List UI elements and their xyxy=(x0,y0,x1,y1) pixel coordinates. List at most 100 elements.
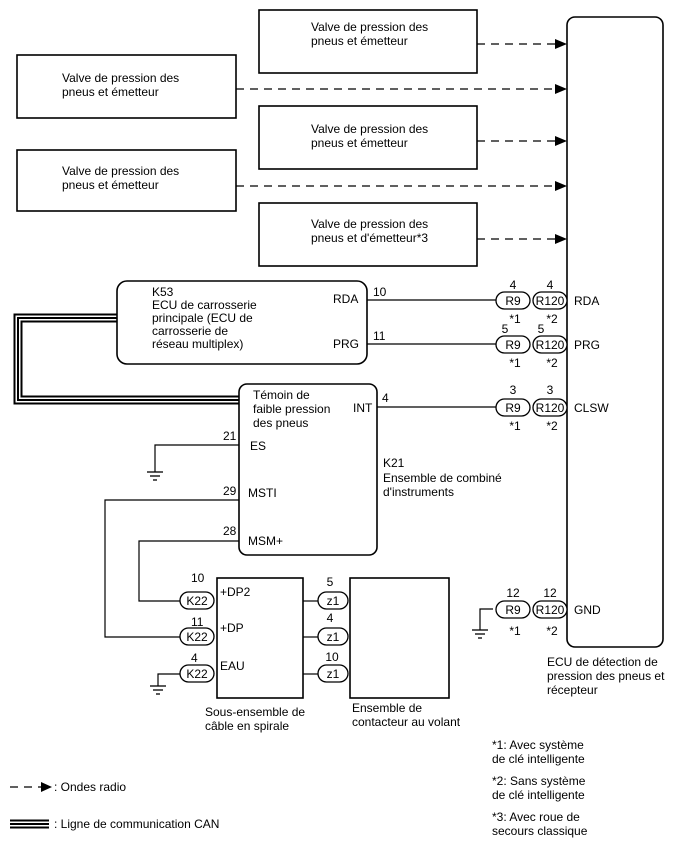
k22-connector-dp2: K22 10 +DP2 xyxy=(179,571,251,610)
legend-radio-waves: : Ondes radio xyxy=(10,780,126,794)
svg-text:K53: K53 xyxy=(152,285,174,299)
svg-text:Valve de pression des: Valve de pression des xyxy=(311,122,428,136)
svg-text:+DP: +DP xyxy=(220,621,244,635)
k21-combination-meter: Témoin de faible pression des pneus INT … xyxy=(238,383,502,556)
svg-text:z1: z1 xyxy=(327,630,340,644)
svg-text:ES: ES xyxy=(250,439,266,453)
svg-text:pneus et d'émetteur*3: pneus et d'émetteur*3 xyxy=(311,231,428,245)
svg-text:*2: *2 xyxy=(546,312,558,326)
svg-text:INT: INT xyxy=(353,401,373,415)
receiver-ecu: ECU de détection de pression des pneus e… xyxy=(547,16,665,697)
svg-text:câble en spirale: câble en spirale xyxy=(205,719,289,733)
steering-pad-switch: Ensemble de contacteur au volant xyxy=(349,577,461,729)
transmitter-3: Valve de pression des pneus et émetteur xyxy=(258,105,478,170)
svg-text:Valve de pression des: Valve de pression des xyxy=(311,20,428,34)
svg-text:29: 29 xyxy=(223,484,237,498)
svg-text:Valve de pression des: Valve de pression des xyxy=(311,217,428,231)
svg-text:Valve de pression des: Valve de pression des xyxy=(62,71,179,85)
svg-text:5: 5 xyxy=(502,322,509,336)
svg-text:EAU: EAU xyxy=(220,659,245,673)
connector-pair-gnd: R9 R120 12 12 *1 *2 GND xyxy=(495,586,601,638)
k22-connector-eau: K22 4 EAU xyxy=(179,651,245,683)
svg-text:*2: *2 xyxy=(546,356,558,370)
svg-text:*2: *2 xyxy=(546,419,558,433)
svg-text:10: 10 xyxy=(373,285,387,299)
signal-wires xyxy=(104,299,496,686)
svg-text:21: 21 xyxy=(223,429,237,443)
svg-text:R9: R9 xyxy=(505,338,521,352)
svg-text:12: 12 xyxy=(506,586,520,600)
svg-text:*1: *1 xyxy=(509,419,521,433)
svg-text:de clé intelligente: de clé intelligente xyxy=(492,752,585,766)
ground-icon xyxy=(150,685,166,695)
k53-main-body-ecu: K53 ECU de carrosserie principale (ECU d… xyxy=(116,280,368,365)
svg-text:GND: GND xyxy=(574,603,601,617)
svg-text:*2: Sans système: *2: Sans système xyxy=(492,774,586,788)
svg-text:*1: *1 xyxy=(509,356,521,370)
z1-connector-5: z1 5 xyxy=(317,575,349,610)
radio-wave-arrows xyxy=(236,43,556,240)
svg-text:K22: K22 xyxy=(186,594,208,608)
svg-text:pneus et émetteur: pneus et émetteur xyxy=(62,178,159,192)
svg-text:des pneus: des pneus xyxy=(253,416,308,430)
spiral-cable-box: Sous-ensemble de câble en spirale xyxy=(205,577,305,733)
svg-text:11: 11 xyxy=(373,329,386,343)
svg-text:Ensemble de: Ensemble de xyxy=(352,701,422,715)
svg-text:*3: Avec roue de: *3: Avec roue de xyxy=(492,810,580,824)
transmitter-4: Valve de pression des pneus et émetteur xyxy=(16,149,237,212)
svg-text:10: 10 xyxy=(325,650,339,664)
svg-text:+DP2: +DP2 xyxy=(220,585,251,599)
svg-text:: Ligne de communication CAN: : Ligne de communication CAN xyxy=(54,817,219,831)
footnotes: *1: Avec système de clé intelligente *2:… xyxy=(492,738,588,838)
svg-text:contacteur au volant: contacteur au volant xyxy=(352,715,461,729)
svg-text:MSM+: MSM+ xyxy=(248,534,283,548)
svg-text:R9: R9 xyxy=(505,603,521,617)
svg-text:R9: R9 xyxy=(505,294,521,308)
svg-text:PRG: PRG xyxy=(333,337,359,351)
transmitter-2: Valve de pression des pneus et émetteur xyxy=(16,54,237,119)
svg-text:K21: K21 xyxy=(383,456,405,470)
svg-text:R120: R120 xyxy=(536,401,565,415)
svg-text:secours classique: secours classique xyxy=(492,824,588,838)
z1-connector-4: z1 4 xyxy=(317,611,349,646)
svg-text:pneus et émetteur: pneus et émetteur xyxy=(311,136,408,150)
svg-text:3: 3 xyxy=(510,383,517,397)
svg-text:R120: R120 xyxy=(536,338,565,352)
svg-text:: Ondes radio: : Ondes radio xyxy=(54,780,126,794)
svg-text:K22: K22 xyxy=(186,667,208,681)
svg-text:carrosserie de: carrosserie de xyxy=(152,324,228,338)
svg-text:CLSW: CLSW xyxy=(574,401,609,415)
svg-text:*2: *2 xyxy=(546,624,558,638)
transmitter-1: Valve de pression des pneus et émetteur xyxy=(258,9,478,74)
svg-text:Témoin de: Témoin de xyxy=(253,388,310,402)
k22-connector-dp: K22 11 +DP xyxy=(179,615,244,646)
svg-text:4: 4 xyxy=(547,278,554,292)
svg-text:d'instruments: d'instruments xyxy=(383,485,454,499)
ground-icon xyxy=(147,471,163,481)
svg-text:principale (ECU de: principale (ECU de xyxy=(152,311,253,325)
z1-connector-10: z1 10 xyxy=(317,650,349,683)
svg-text:pression des pneus et: pression des pneus et xyxy=(547,669,665,683)
svg-text:Valve de pression des: Valve de pression des xyxy=(62,164,179,178)
svg-text:4: 4 xyxy=(327,611,334,625)
svg-text:R120: R120 xyxy=(536,294,565,308)
svg-text:*1: *1 xyxy=(509,312,521,326)
arrow-icon xyxy=(41,782,52,792)
svg-text:z1: z1 xyxy=(327,594,340,608)
wire-numbers: 10 11 4 21 29 28 xyxy=(223,285,389,538)
svg-text:10: 10 xyxy=(191,571,205,585)
svg-text:de clé intelligente: de clé intelligente xyxy=(492,788,585,802)
svg-text:4: 4 xyxy=(382,391,389,405)
svg-text:R9: R9 xyxy=(505,401,521,415)
svg-text:RDA: RDA xyxy=(574,294,599,308)
svg-text:11: 11 xyxy=(191,615,204,629)
svg-text:R120: R120 xyxy=(536,603,565,617)
svg-text:réseau multiplex): réseau multiplex) xyxy=(152,337,243,351)
svg-text:4: 4 xyxy=(510,278,517,292)
svg-text:5: 5 xyxy=(538,322,545,336)
svg-text:12: 12 xyxy=(543,586,557,600)
svg-text:MSTI: MSTI xyxy=(248,486,277,500)
connector-pair-rda: R9 R120 4 4 *1 *2 RDA xyxy=(495,278,599,326)
connector-pair-prg: R9 R120 5 5 *1 *2 PRG xyxy=(495,322,600,370)
